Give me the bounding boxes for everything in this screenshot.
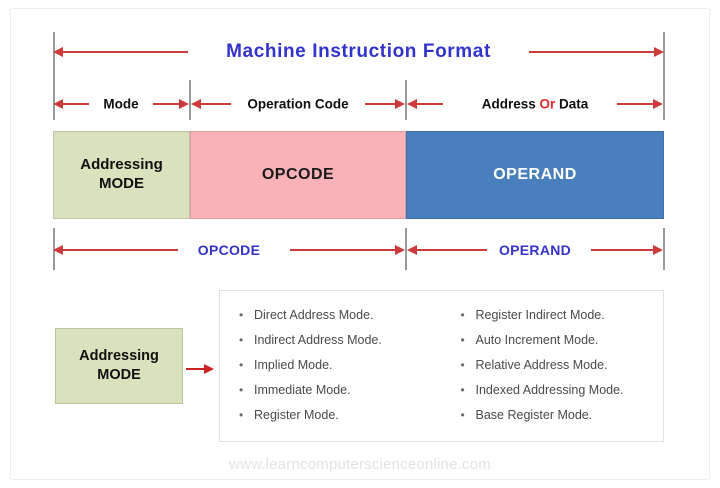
page-title: Machine Instruction Format (222, 41, 495, 63)
list-item: Register Indirect Mode. (460, 303, 664, 328)
addressing-modes-right-column: Register Indirect Mode. Auto Increment M… (442, 303, 664, 441)
addressing-mode-callout-line1: Addressing (79, 348, 159, 365)
list-item: Register Mode. (238, 403, 442, 428)
block-operand: OPERAND (406, 131, 664, 219)
operation-code-arrow-segment-left (201, 103, 231, 105)
field-label-mode: Mode (99, 96, 143, 112)
mode-arrow-head-right (179, 99, 189, 109)
list-item: Relative Address Mode. (460, 353, 664, 378)
title-arrow-head-right (654, 47, 664, 57)
address-arrow-segment-left (417, 103, 443, 105)
field-label-address-suffix: Data (559, 96, 589, 112)
opcode-span-arrow-head-left (53, 245, 63, 255)
guide-line-left (53, 32, 55, 120)
opcode-span-arrow-segment-right (290, 249, 395, 251)
addressing-mode-callout-line2: MODE (97, 367, 141, 383)
list-item: Implied Mode. (238, 353, 442, 378)
site-watermark: www.learncomputerscienceonline.com (229, 456, 491, 473)
addressing-mode-callout-box: Addressing MODE (55, 328, 183, 404)
operand-span-arrow-segment-right (591, 249, 653, 251)
block-opcode: OPCODE (190, 131, 406, 219)
address-arrow-segment-right (617, 103, 653, 105)
opcode-span-arrow-segment-left (63, 249, 178, 251)
span-label-opcode: OPCODE (193, 242, 265, 258)
mode-arrow-head-left (53, 99, 63, 109)
operation-code-arrow-head-right (395, 99, 405, 109)
field-label-address-or: Or (539, 96, 556, 112)
list-item: Indirect Address Mode. (238, 328, 442, 353)
block-addressing-mode-line1: Addressing (80, 156, 163, 174)
title-arrow-head-left (53, 47, 63, 57)
guide-line-opcode-operand-lower (405, 228, 407, 270)
addressing-modes-left-list: Direct Address Mode. Indirect Address Mo… (238, 303, 442, 428)
list-item: Direct Address Mode. (238, 303, 442, 328)
guide-line-opcode-operand (405, 80, 407, 120)
title-arrow-segment-left (63, 51, 188, 53)
title-arrow-row: Machine Instruction Format (53, 40, 664, 64)
addressing-modes-left-column: Direct Address Mode. Indirect Address Mo… (220, 303, 442, 441)
addressing-mode-pointer-arrow (186, 364, 214, 374)
list-item: Auto Increment Mode. (460, 328, 664, 353)
block-addressing-mode-line2: MODE (98, 175, 144, 192)
addressing-modes-panel: Direct Address Mode. Indirect Address Mo… (219, 290, 664, 442)
operand-span-arrow-head-right (653, 245, 663, 255)
operation-code-arrow-head-left (191, 99, 201, 109)
field-label-address-or-data: Address Or Data (477, 96, 593, 112)
opcode-span-arrow-head-right (395, 245, 405, 255)
address-or-data-arrow-row: Address Or Data (407, 92, 663, 116)
guide-line-right-lower (663, 228, 665, 270)
operand-span-arrow-segment-left (417, 249, 487, 251)
addressing-mode-pointer-head (204, 364, 214, 374)
block-opcode-label: OPCODE (261, 166, 335, 183)
block-addressing-mode: Addressing MODE (53, 131, 190, 219)
addressing-modes-right-list: Register Indirect Mode. Auto Increment M… (460, 303, 664, 428)
list-item: Immediate Mode. (238, 378, 442, 403)
opcode-span-arrow-row: OPCODE (53, 238, 405, 262)
addressing-mode-pointer-segment (186, 368, 205, 370)
address-arrow-head-right (653, 99, 663, 109)
field-label-address-prefix: Address (481, 96, 536, 112)
mode-arrow-segment-left (63, 103, 89, 105)
guide-line-mode-opcode (189, 80, 191, 120)
block-operand-label: OPERAND (493, 166, 577, 183)
operand-span-arrow-row: OPERAND (407, 238, 663, 262)
title-arrow-segment-right (529, 51, 654, 53)
operation-code-arrow-segment-right (365, 103, 395, 105)
list-item: Base Register Mode. (460, 403, 664, 428)
address-arrow-head-left (407, 99, 417, 109)
operation-code-arrow-row: Operation Code (191, 92, 405, 116)
list-item: Indexed Addressing Mode. (460, 378, 664, 403)
field-label-operation-code: Operation Code (243, 96, 353, 112)
span-label-operand: OPERAND (494, 242, 576, 258)
guide-line-right (663, 32, 665, 120)
operand-span-arrow-head-left (407, 245, 417, 255)
mode-arrow-segment-right (153, 103, 179, 105)
mode-arrow-row: Mode (53, 92, 189, 116)
